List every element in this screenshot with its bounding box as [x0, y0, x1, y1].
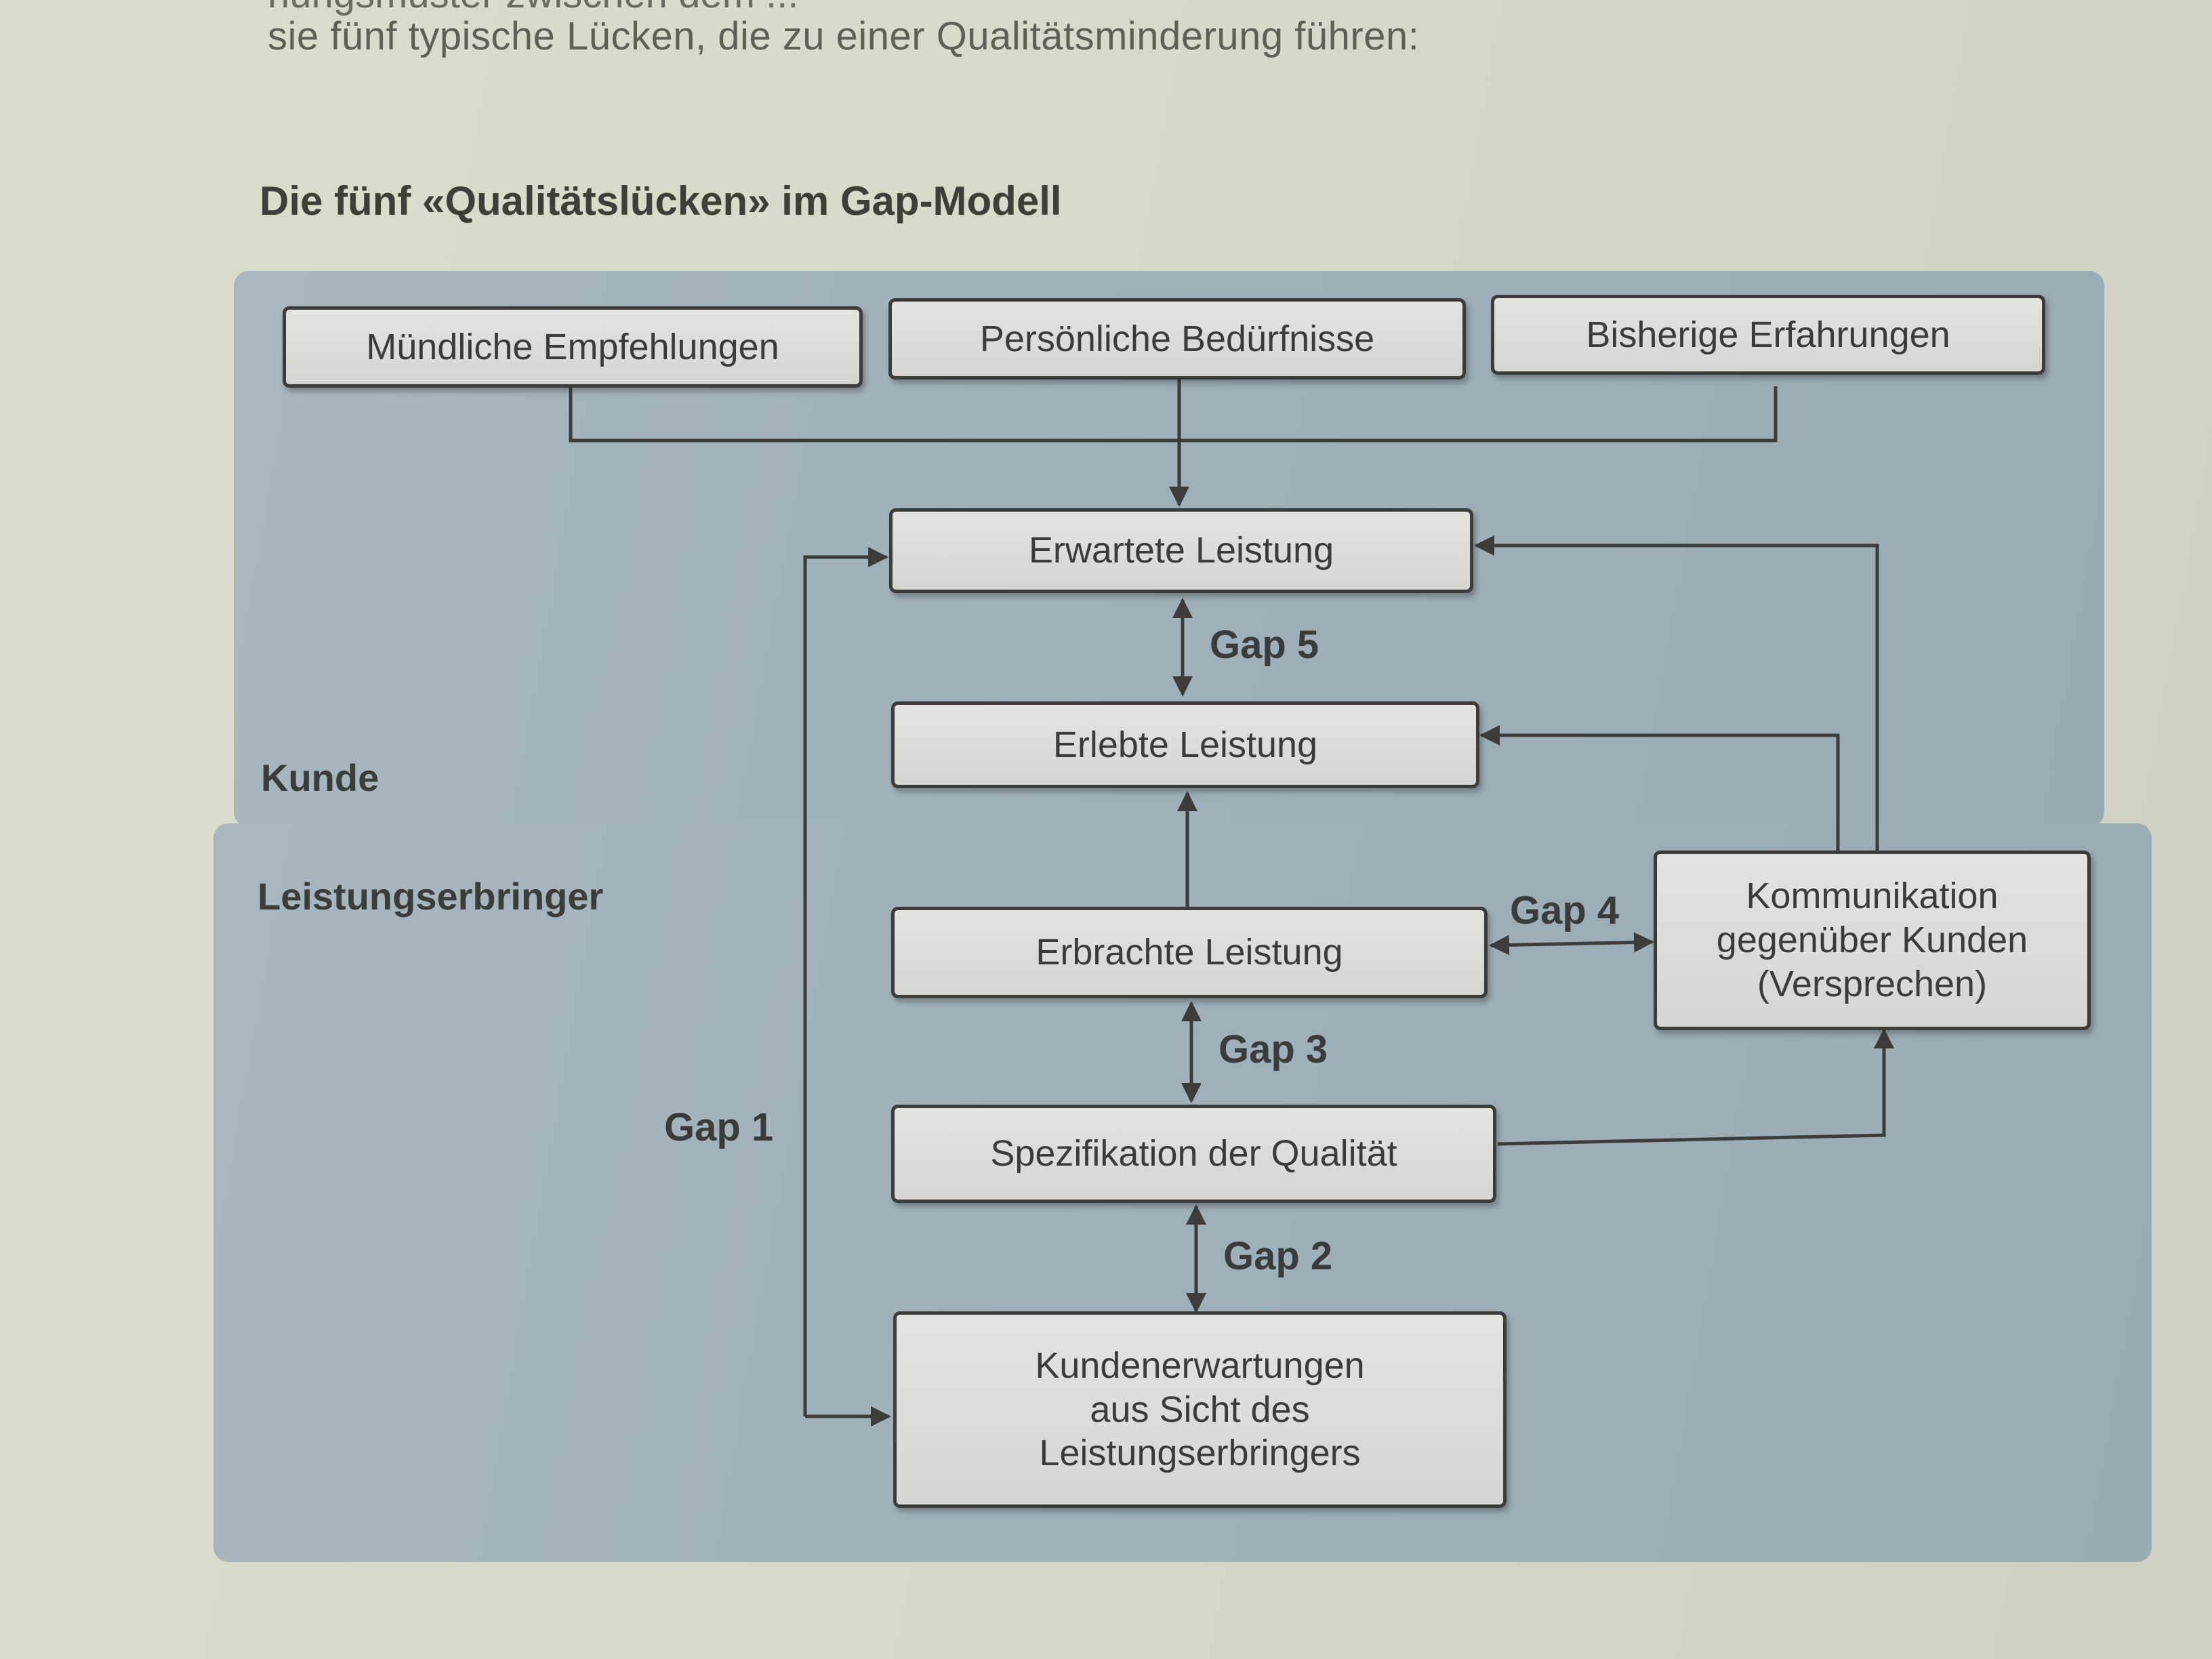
- figure-title: Die fünf «Qualitätslücken» im Gap-Modell: [260, 178, 1062, 224]
- management-perception-label: Kundenerwartungen aus Sicht des Leistung…: [1035, 1345, 1365, 1474]
- word-of-mouth-label: Mündliche Empfehlungen: [366, 326, 779, 367]
- customer-zone-label: Kunde: [261, 756, 380, 799]
- gap3-label: Gap 3: [1218, 1027, 1328, 1071]
- intro-text: sie fünf typische Lücken, die zu einer Q…: [268, 14, 1420, 58]
- perceived-service-label: Erlebte Leistung: [1052, 724, 1318, 765]
- expected-service-label: Erwartete Leistung: [1028, 530, 1334, 571]
- gap1-label: Gap 1: [664, 1105, 774, 1149]
- past-experience-box: Bisherige Erfahrungen: [1491, 295, 2045, 375]
- delivered-service-box: Erbrachte Leistung: [891, 907, 1488, 998]
- quality-spec-box: Spezifikation der Qualität: [891, 1105, 1496, 1203]
- quality-spec-label: Spezifikation der Qualität: [990, 1133, 1397, 1174]
- communication-to-expected-arrow: [1474, 535, 1898, 857]
- gap2-label: Gap 2: [1223, 1234, 1333, 1278]
- delivered-service-label: Erbrachte Leistung: [1036, 932, 1343, 973]
- expected-service-box: Erwartete Leistung: [889, 508, 1473, 593]
- provider-zone-label: Leistungserbringer: [258, 875, 604, 918]
- communication-label: Kommunikation gegenüber Kunden (Versprec…: [1716, 876, 2028, 1004]
- management-perception-box: Kundenerwartungen aus Sicht des Leistung…: [893, 1311, 1507, 1508]
- intro-fragment: hungsmuster zwischen dem ...: [268, 0, 798, 17]
- perceived-service-box: Erlebte Leistung: [891, 701, 1479, 788]
- gap5-label: Gap 5: [1210, 623, 1319, 667]
- communication-to-perceived-arrow: [1479, 725, 1840, 855]
- feed-line-word-of-mouth: [569, 386, 1778, 443]
- word-of-mouth-box: Mündliche Empfehlungen: [283, 306, 863, 388]
- spec-to-communication-arrow: [1497, 1028, 1894, 1146]
- gap4-label: Gap 4: [1510, 888, 1620, 933]
- communication-box: Kommunikation gegenüber Kunden (Versprec…: [1654, 851, 2091, 1030]
- personal-needs-box: Persönliche Bedürfnisse: [888, 298, 1466, 380]
- gap1-arrow-top: [803, 547, 888, 1416]
- gap4-arrow: [1489, 932, 1654, 956]
- personal-needs-label: Persönliche Bedürfnisse: [979, 318, 1375, 359]
- past-experience-label: Bisherige Erfahrungen: [1586, 314, 1950, 355]
